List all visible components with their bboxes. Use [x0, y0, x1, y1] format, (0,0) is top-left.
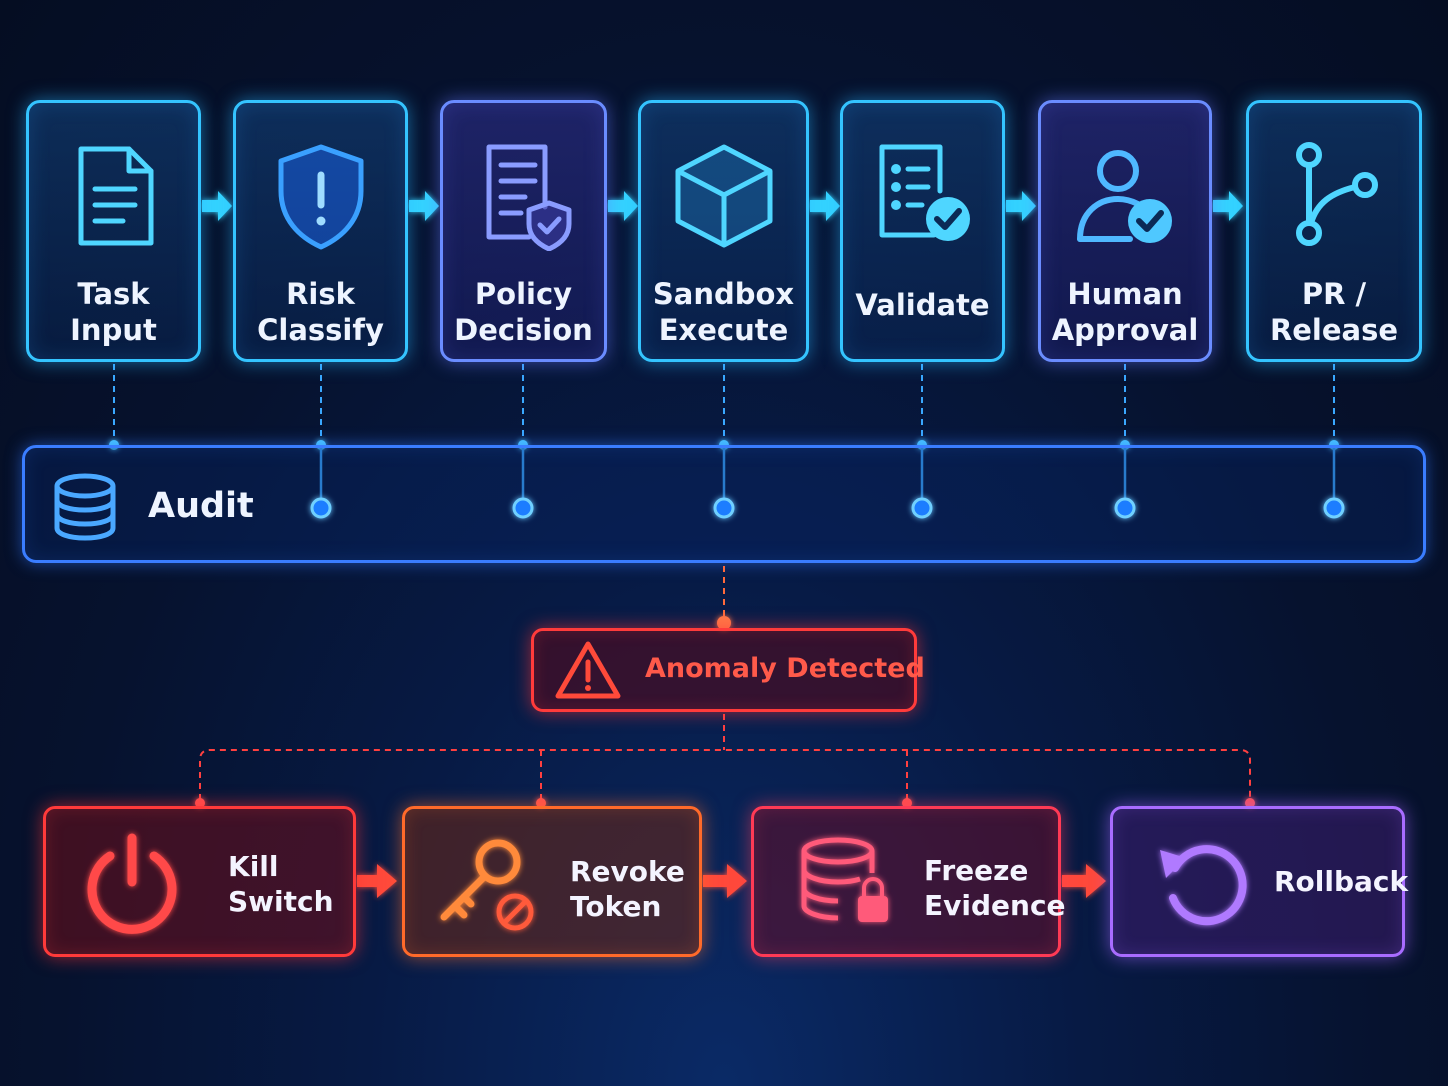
- stage-risk-classify: Risk Classify: [233, 100, 408, 362]
- arrow-policy-to-sandbox: [608, 191, 638, 221]
- stage-policy-decision: Policy Decision: [440, 100, 607, 362]
- stage-label: Risk Classify: [257, 277, 384, 347]
- arrow-validate-to-approval: [1006, 191, 1036, 221]
- stage-label: Policy Decision: [454, 277, 593, 347]
- git-branch-icon: [1296, 142, 1378, 246]
- stage-pr-release: PR / Release: [1246, 100, 1422, 362]
- action-label: Revoke Token: [570, 855, 685, 923]
- policy-document-icon: [486, 144, 571, 251]
- stage-label: Human Approval: [1051, 277, 1199, 347]
- user-check-icon: [1077, 150, 1172, 243]
- action-label: Rollback: [1274, 865, 1409, 898]
- action-label: Freeze Evidence: [924, 854, 1066, 922]
- arrow-task-to-risk: [202, 191, 232, 221]
- stage-task-input: Task Input: [26, 100, 201, 362]
- arrow-approval-to-release: [1213, 191, 1243, 221]
- stage-sandbox-execute: Sandbox Execute: [638, 100, 809, 362]
- document-icon: [78, 146, 153, 246]
- cube-icon: [675, 144, 772, 248]
- stage-label: Task Input: [70, 277, 157, 347]
- stage-human-approval: Human Approval: [1038, 100, 1212, 362]
- anomaly-label: Anomaly Detected: [645, 653, 925, 684]
- arrow-risk-to-policy: [409, 191, 439, 221]
- checklist-icon: [879, 144, 970, 241]
- stage-label: Validate: [855, 288, 990, 322]
- arrow-sandbox-to-validate: [810, 191, 840, 221]
- stage-validate: Validate: [840, 100, 1005, 362]
- action-label: Kill Switch: [228, 850, 334, 918]
- stage-label: PR / Release: [1269, 277, 1399, 347]
- action-rollback: [1110, 806, 1405, 957]
- shield-alert-icon: [278, 144, 363, 250]
- stage-label: Sandbox Execute: [652, 277, 795, 347]
- audit-label: Audit: [148, 486, 254, 526]
